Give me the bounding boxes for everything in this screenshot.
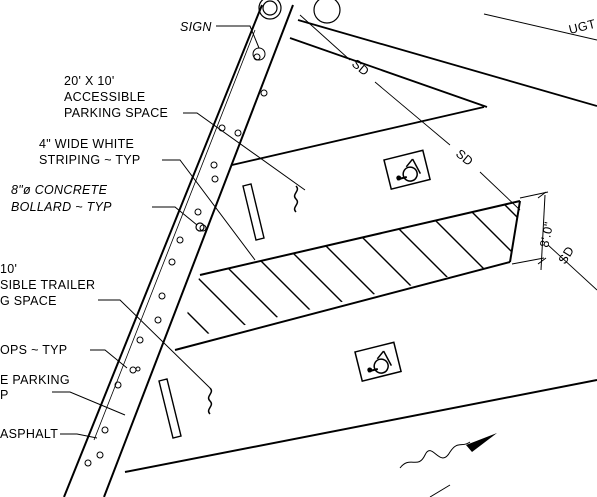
north-arrow	[399, 433, 497, 497]
parking-lines	[124, 13, 597, 473]
bollard-icon	[195, 222, 205, 232]
storm-drain-line	[299, 14, 597, 291]
sign-post	[252, 47, 266, 61]
sd-label-2: SD	[453, 147, 476, 169]
striping-label-line2: STRIPING ~ TYP	[39, 153, 141, 167]
parking-label-line2: P	[0, 388, 9, 402]
trailer-label-line1: 10'	[0, 262, 17, 276]
curb-band	[63, 4, 294, 497]
striping-label-line1: 4" WIDE WHITE	[39, 137, 134, 151]
ugt-label: UGT	[567, 17, 597, 37]
access-aisle-hatch	[175, 201, 520, 350]
trailer-label-line2: SIBLE TRAILER	[0, 278, 95, 292]
dimension-line	[511, 191, 549, 271]
bollard-label-line1: 8"ø CONCRETE	[11, 183, 108, 197]
parking-space-marker	[293, 185, 299, 213]
parking-label-line1: E PARKING	[0, 373, 70, 387]
accessible-symbol-1	[383, 149, 431, 191]
curb-dots	[84, 53, 268, 467]
parking-space-marker	[207, 387, 213, 415]
leader-lines	[52, 25, 306, 439]
wheel-stops	[158, 183, 265, 439]
trailer-label-line3: G SPACE	[0, 294, 57, 308]
accessible-parking-label-line2: ACCESSIBLE	[64, 90, 146, 104]
accessible-parking-label-line1: 20' X 10'	[64, 74, 115, 88]
top-bollards	[258, 0, 341, 24]
accessible-parking-label-line3: PARKING SPACE	[64, 106, 168, 120]
sign-label: SIGN	[180, 20, 212, 34]
sd-label-3: SD	[556, 244, 577, 267]
asphalt-label: ASPHALT	[0, 427, 58, 441]
wheel-stops-label: OPS ~ TYP	[0, 343, 67, 357]
accessible-symbol-2	[354, 341, 402, 383]
dimension-label: 8'.0"	[537, 221, 556, 249]
bollard-label-line2: BOLLARD ~ TYP	[11, 200, 112, 214]
